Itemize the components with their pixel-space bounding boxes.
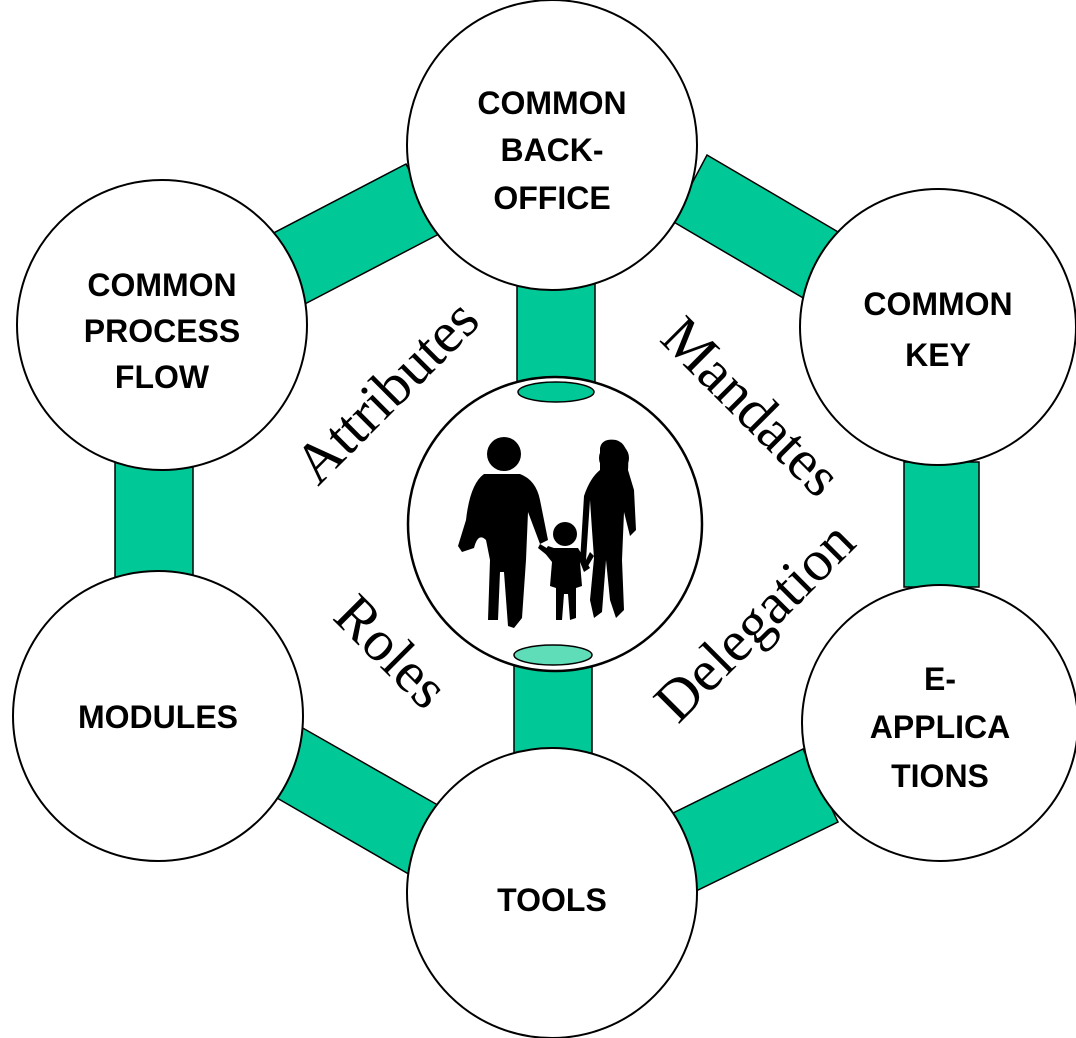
connector-modules-processflow [114,459,194,581]
node-circle [801,584,1076,862]
node-label-line: PROCESS [84,313,240,349]
node-label-line: TIONS [891,758,989,794]
node-circle [799,188,1076,466]
center-circle [406,375,704,673]
node-label-line: TOOLS [497,882,607,918]
connector-cap-top [517,381,595,403]
node-circle [406,747,698,1038]
connector-backoffice-center [516,275,596,394]
node-common-back-office: COMMON BACK- OFFICE [406,0,698,291]
node-label-line: E- [924,661,956,697]
connector-caps [513,381,595,666]
node-modules: MODULES [12,570,304,862]
node-label-line: KEY [905,337,971,373]
center-node [406,375,704,673]
node-label-line: OFFICE [493,180,610,216]
node-label-line: MODULES [78,699,238,735]
nodes: COMMON BACK- OFFICE COMMON KEY E- APPLIC… [12,0,1076,1038]
connector-cap-bottom [513,644,593,666]
node-label-line: BACK- [500,132,603,168]
node-circle [12,570,304,862]
node-label-line: COMMON [87,267,236,303]
connector-commonkey-eapplications [903,461,980,588]
node-label-line: COMMON [863,286,1012,322]
family-silhouette-icon [458,437,636,628]
node-e-applications: E- APPLICA TIONS [801,584,1076,862]
node-common-key: COMMON KEY [799,188,1076,466]
node-tools: TOOLS [406,747,698,1038]
node-label-line: COMMON [477,85,626,121]
node-circle [16,179,308,471]
node-label-line: FLOW [115,359,210,395]
node-circle [406,0,698,291]
node-common-process-flow: COMMON PROCESS FLOW [16,179,308,471]
node-label-line: APPLICA [870,709,1010,745]
